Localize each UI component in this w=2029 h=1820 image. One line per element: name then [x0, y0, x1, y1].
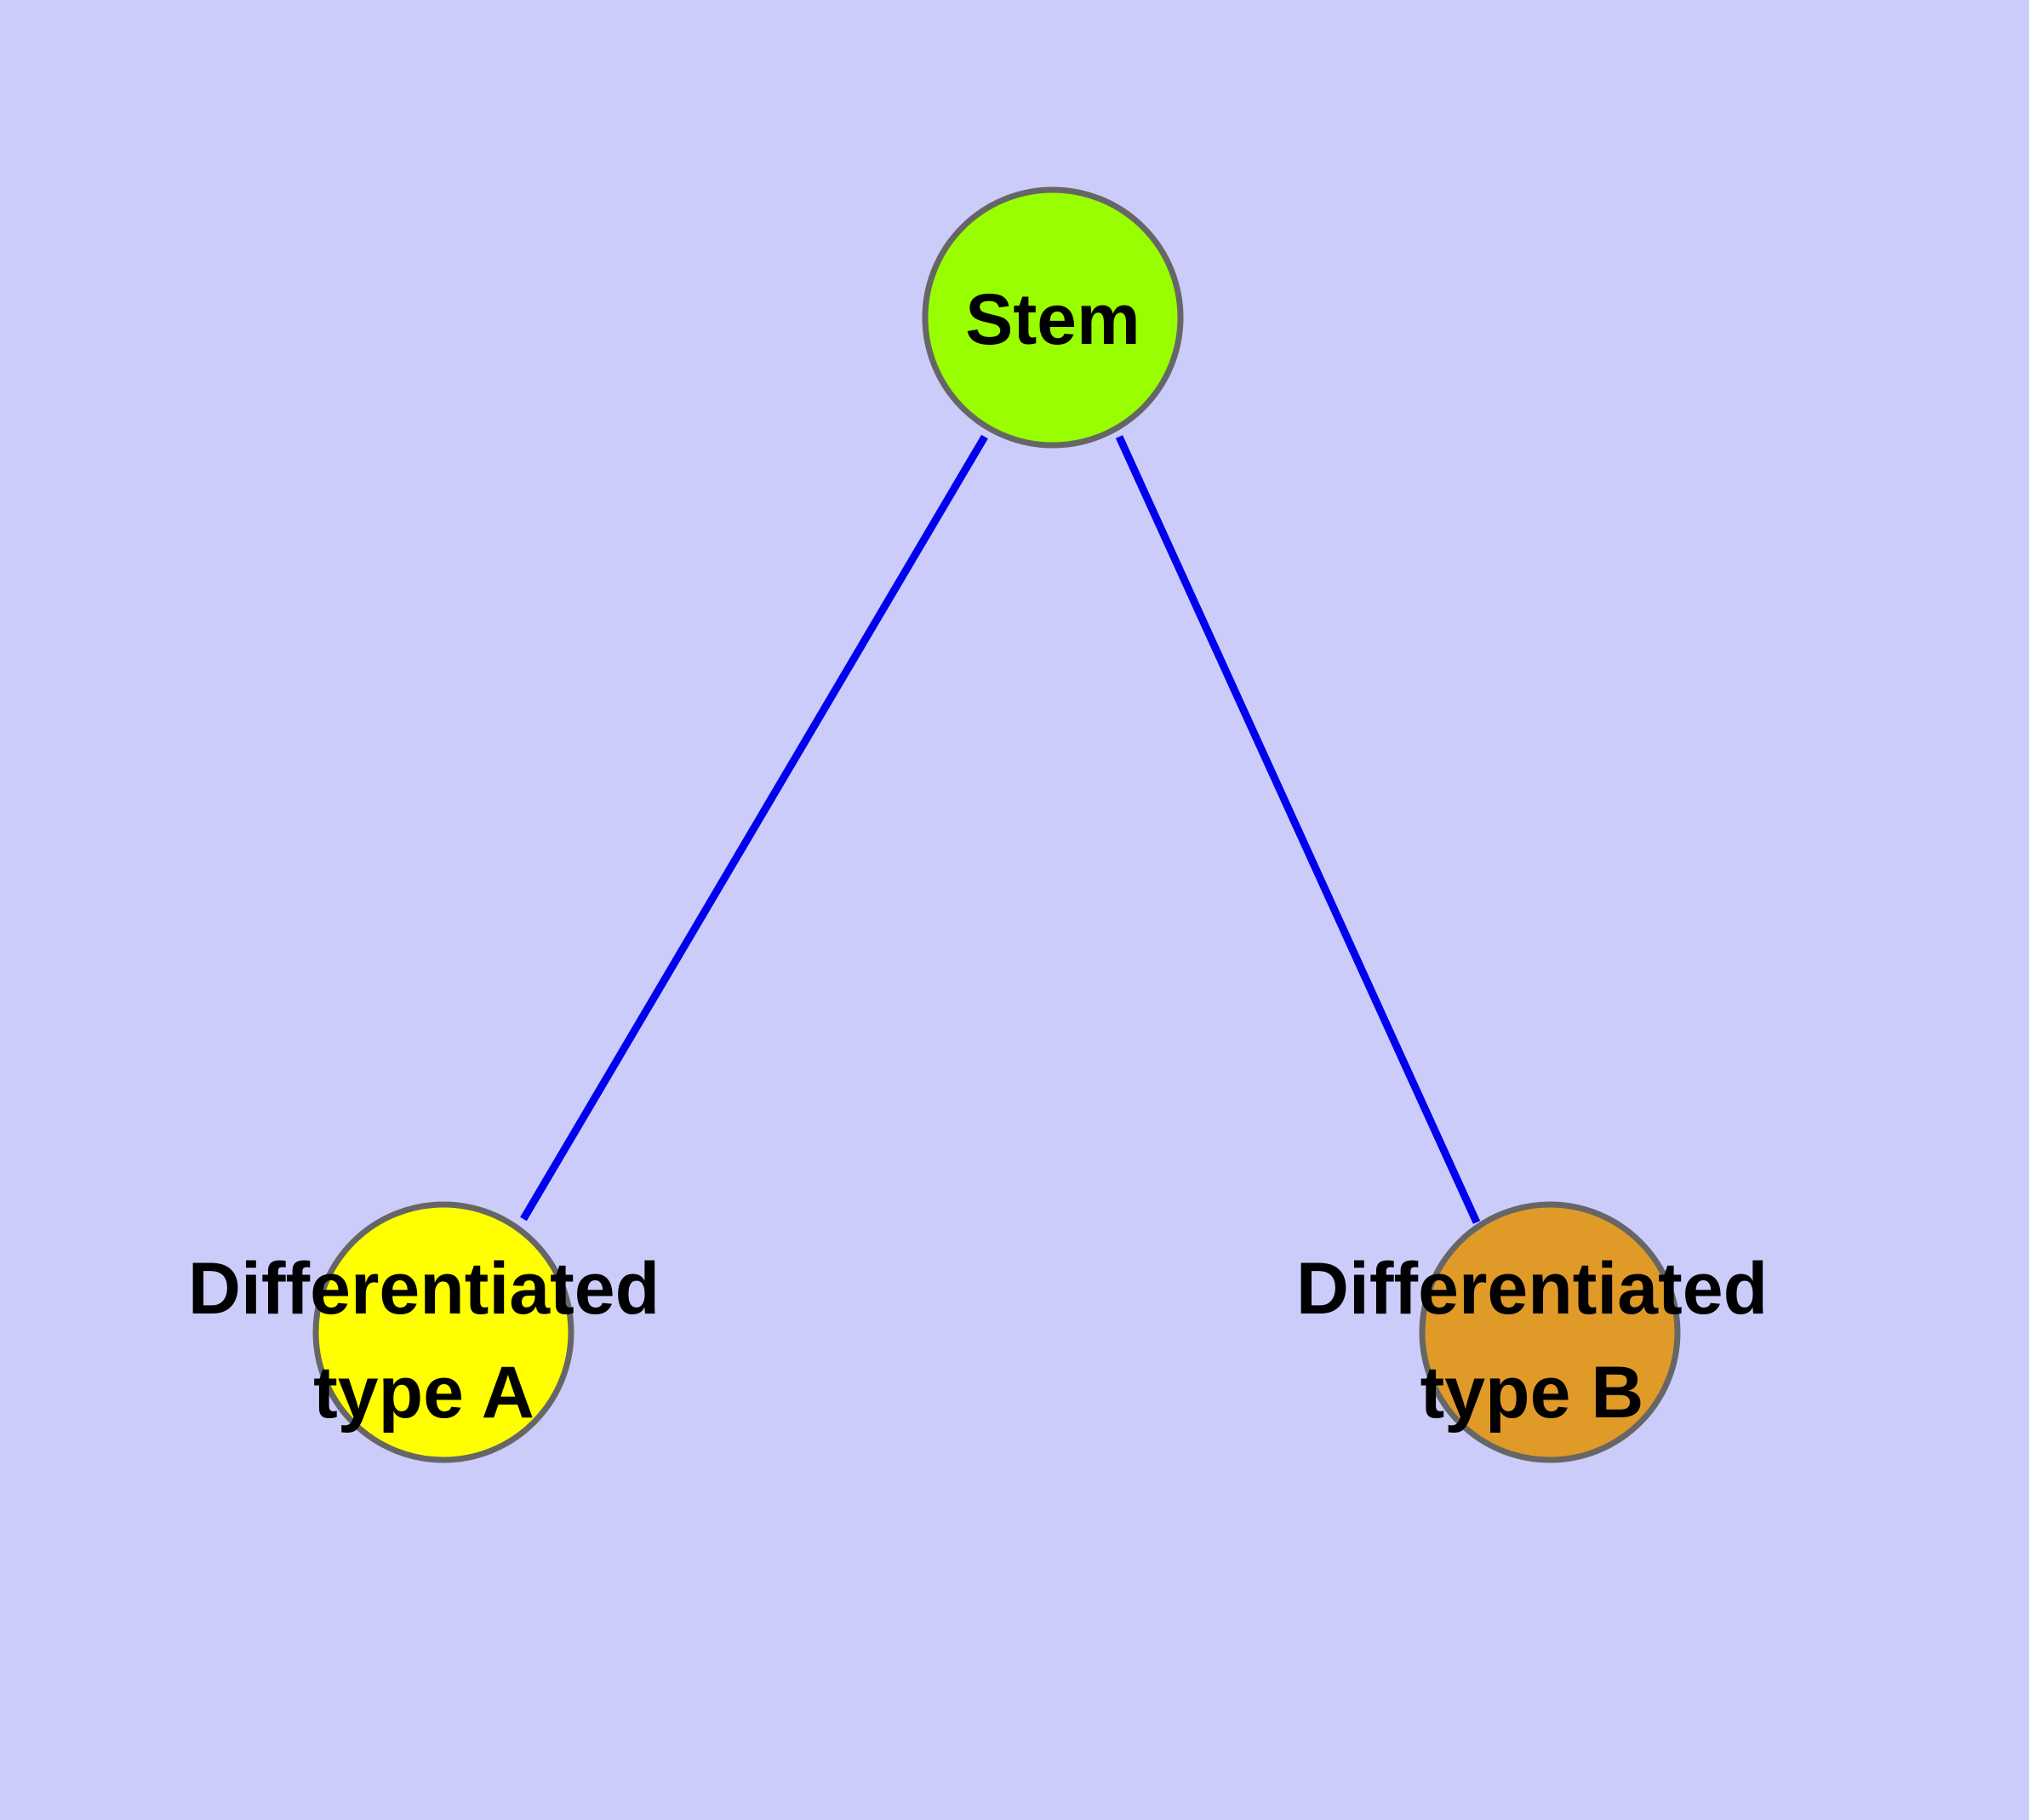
- node-label-line: type B: [1420, 1352, 1644, 1434]
- node-differentiated-type-a-label: Differentiated type A: [188, 1248, 660, 1434]
- node-differentiated-type-b-circle[interactable]: [1419, 1201, 1681, 1463]
- node-label-line: type A: [313, 1352, 534, 1434]
- edges-group: [520, 434, 1481, 1224]
- node-differentiated-type-a[interactable]: Differentiated type A: [188, 1201, 660, 1463]
- node-differentiated-type-a-circle[interactable]: [312, 1201, 574, 1463]
- node-stem-label: Stem: [965, 279, 1140, 359]
- node-label-line: Stem: [965, 279, 1140, 359]
- node-differentiated-type-b-label: Differentiated type B: [1296, 1248, 1768, 1434]
- node-stem-circle[interactable]: [922, 186, 1184, 449]
- edge-stem-to-differentiated-a[interactable]: [520, 434, 988, 1222]
- nodes-group: Stem Differentiated type A Differentiated…: [188, 186, 1768, 1463]
- node-stem[interactable]: Stem: [922, 186, 1184, 449]
- edge-stem-to-differentiated-b[interactable]: [1115, 435, 1481, 1224]
- node-differentiated-type-b[interactable]: Differentiated type B: [1296, 1201, 1768, 1463]
- node-label-line: Differentiated: [188, 1248, 660, 1330]
- node-label-line: Differentiated: [1296, 1248, 1768, 1330]
